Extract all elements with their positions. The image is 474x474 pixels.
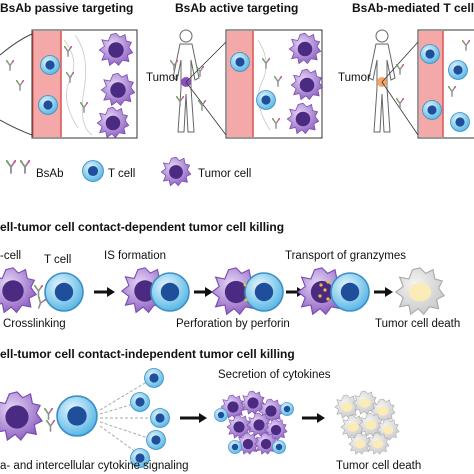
tcell-legend-icon <box>82 160 104 182</box>
panel-active-targeting <box>170 29 324 139</box>
tumor-death-label-bottom: Tumor cell death <box>336 460 422 472</box>
cytokine-signaling-label: a- and intercellular cytokine signaling <box>0 460 189 472</box>
tumor-label-redirect: Tumor <box>338 72 371 84</box>
legend-tumor-label: Tumor cell <box>198 168 252 180</box>
passive-targeting-title: BsAb passive targeting <box>0 1 134 15</box>
active-targeting-title: BsAb active targeting <box>175 1 299 15</box>
perforation-label: Perforation by perforin <box>176 318 290 330</box>
contact-dependent-title: ell-tumor cell contact-dependent tumor c… <box>0 220 285 234</box>
tumor-cluster <box>214 390 294 455</box>
legend-graphics <box>6 156 192 187</box>
is-formation-label: IS formation <box>104 250 166 262</box>
panel-passive-targeting <box>0 29 138 139</box>
tcell-label: T cell <box>44 254 72 266</box>
tcell-redirection-title: BsAb-mediated T cell re <box>352 1 474 15</box>
legend-tcell-label: T cell <box>108 168 136 180</box>
contact-dependent-killing-graphics <box>0 266 446 316</box>
contact-independent-killing-graphics <box>0 368 400 468</box>
contact-independent-title: ell-tumor cell contact-independent tumor… <box>0 347 295 361</box>
legend-bsab-label: BsAb <box>36 168 64 180</box>
panel-tcell-redirection <box>368 29 474 139</box>
tumor-legend-icon <box>160 156 192 187</box>
crosslinking-label: Crosslinking <box>3 318 66 330</box>
secretion-cytokines-label: Secretion of cytokines <box>218 369 331 381</box>
tumor-death-label: Tumor cell death <box>375 318 461 330</box>
transport-granzymes-label: Transport of granzymes <box>285 250 407 262</box>
cell-label: -cell <box>0 250 22 262</box>
tumor-label-active: Tumor <box>146 72 179 84</box>
dead-cluster <box>334 390 400 455</box>
bsab-legend-icon <box>6 160 16 174</box>
